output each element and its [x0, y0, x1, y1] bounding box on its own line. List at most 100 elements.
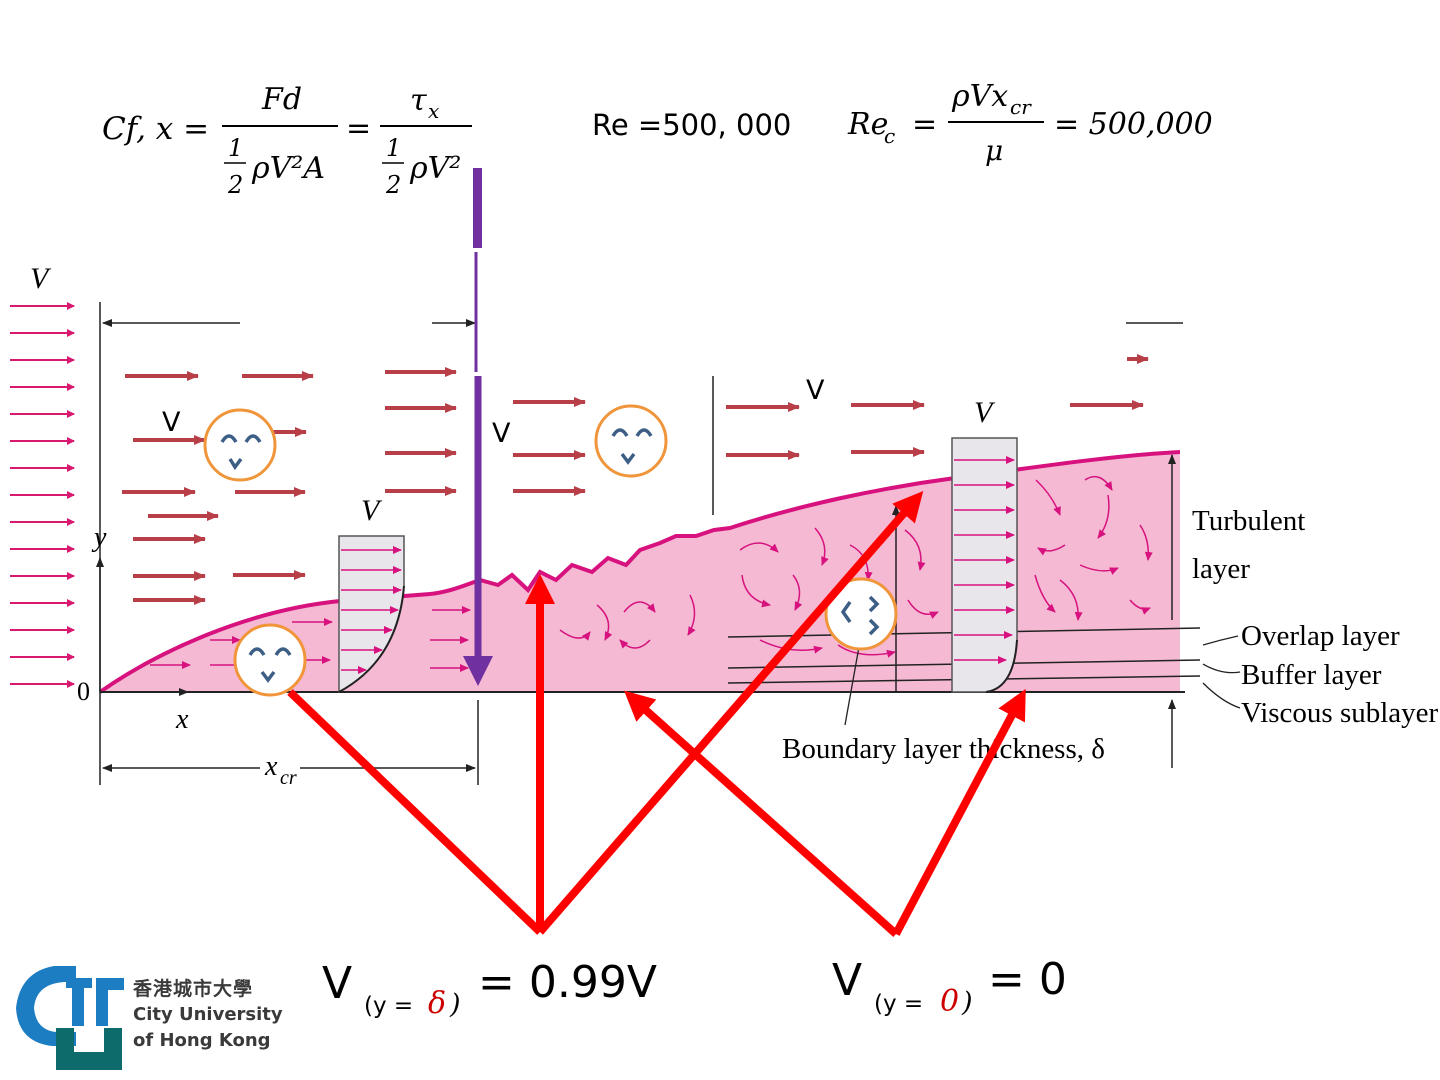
eddy-arrow — [904, 529, 926, 571]
eddy-arrow — [1139, 524, 1153, 561]
rec-numerator: ρVx — [951, 79, 1008, 114]
laminar-velocity-profile: V — [338, 494, 405, 694]
buffer-leader — [1202, 663, 1241, 674]
logo-english-line-2: of Hong Kong — [133, 1030, 271, 1051]
face-eye — [840, 600, 852, 624]
face-ring — [594, 404, 668, 478]
eddy-arrow — [741, 574, 771, 608]
cf-numerator-2: τ — [410, 83, 427, 118]
cf-numerator-2-sub: x — [428, 99, 439, 123]
wall-condition-text: V (y = 0 ) = 0 — [832, 954, 1067, 1019]
smiley-face-laminar-top — [203, 408, 277, 482]
eddy-arrow — [1129, 599, 1151, 615]
face-mouth — [868, 618, 880, 636]
laminar-profile-curve — [338, 585, 405, 693]
turbulent-eddies — [559, 475, 1153, 658]
freestream-flow-arrows — [122, 354, 1149, 605]
rec-lhs: Re — [847, 107, 888, 142]
logo-r-shape — [96, 978, 124, 1026]
logo-t-shape — [66, 978, 92, 1026]
laminar-profile-v-label: V — [361, 494, 383, 527]
region-v-label: V — [492, 418, 511, 449]
origin-label: 0 — [77, 677, 90, 706]
logo-chinese-name: 香港城市大學 — [133, 978, 254, 1000]
region-v-label: V — [806, 375, 825, 406]
face-eye — [635, 428, 653, 437]
wall-value: = 0 — [988, 954, 1067, 1005]
eddy-arrow — [559, 629, 591, 641]
turbulent-layer-label-2: layer — [1192, 553, 1250, 585]
x-axis-label: x — [175, 704, 189, 735]
freestream-v-label: V — [30, 262, 52, 295]
overlap-leader — [1202, 635, 1239, 646]
face-eye — [274, 647, 292, 656]
cityu-logo-mark — [16, 966, 124, 1070]
bl-thickness-label: Boundary layer thickness, δ — [782, 733, 1105, 765]
face-mouth — [228, 457, 243, 471]
critical-reynolds-equation: Re c = ρVx cr μ = 500,000 — [847, 79, 1213, 167]
university-logo: 香港城市大學 City University of Hong Kong — [16, 966, 286, 1072]
buffer-layer-label: Buffer layer — [1241, 659, 1382, 691]
eddy-arrow — [1084, 475, 1113, 491]
face-eye — [611, 428, 629, 437]
turbulent-layer-label-1: Turbulent — [1192, 505, 1305, 537]
viscous-leader — [1202, 682, 1241, 709]
face-eye — [248, 647, 266, 656]
rec-value: = 500,000 — [1054, 107, 1213, 142]
callout-arrow-to-turbulent-edge — [536, 490, 924, 935]
face-ring — [233, 623, 307, 697]
cf-denominator-1: ρV²A — [251, 151, 325, 186]
wall-v: V — [832, 955, 862, 1006]
edge-close: ) — [449, 989, 461, 1020]
eddy-arrow — [687, 594, 696, 636]
callout-arrows — [287, 490, 1026, 937]
skin-friction-equation: Cf, x = Fd 1 2 ρV²A = τ x 1 2 ρV² — [102, 82, 472, 199]
logo-u-shape — [56, 1028, 122, 1070]
face-mouth — [620, 452, 636, 465]
rec-equals: = — [912, 107, 937, 142]
face-eye — [868, 595, 880, 613]
transition-marker — [463, 168, 493, 686]
callout-arrow-to-wall-right — [892, 688, 1026, 936]
eddy-arrow — [1097, 494, 1110, 539]
eddy-arrow — [814, 527, 829, 566]
eddy-arrow — [623, 601, 656, 613]
logo-c-shape — [16, 966, 76, 1046]
reynolds-number-text: Re =500, 000 — [592, 108, 791, 142]
smiley-face-turbulent-top — [594, 404, 668, 478]
face-mouth — [260, 670, 276, 683]
callout-arrow-to-wall-left — [624, 690, 899, 937]
dizzy-face-turbulent — [824, 577, 898, 651]
eddy-arrow — [1079, 564, 1119, 575]
eddy-arrow — [596, 604, 613, 641]
turbulent-profile-box — [951, 437, 1018, 693]
eddy-arrow — [907, 599, 939, 619]
wall-cond: (y = — [874, 991, 923, 1017]
inlet-arrows — [10, 302, 75, 688]
eddy-arrow — [1059, 579, 1083, 621]
overlap-layer-label: Overlap layer — [1241, 620, 1400, 652]
wall-close: ) — [961, 987, 973, 1018]
face-eye — [244, 434, 262, 443]
rec-denominator: μ — [985, 134, 1003, 167]
edge-cond: (y = — [364, 993, 413, 1019]
cf-numerator-1: Fd — [261, 82, 302, 117]
cf-denominator-2: ρV² — [409, 151, 461, 186]
edge-value: = 0.99V — [478, 957, 657, 1008]
eddy-arrow — [792, 574, 803, 611]
turbulent-profile-curve — [985, 639, 1018, 693]
turbulent-velocity-profile: V — [951, 396, 1018, 693]
xcr-label: x — [264, 751, 278, 782]
logo-text: 香港城市大學 City University of Hong Kong — [133, 976, 283, 1054]
eddy-arrow — [837, 644, 896, 658]
face-ring — [203, 408, 277, 482]
eddy-arrow — [739, 542, 779, 553]
viscous-sublayer-label: Viscous sublayer — [1241, 697, 1439, 729]
wall-symbol: 0 — [940, 984, 959, 1019]
eddy-arrow — [619, 639, 651, 649]
rec-numerator-sub: cr — [1010, 95, 1032, 119]
logo-english-line-1: City University — [133, 1004, 283, 1025]
turbulent-profile-v-label: V — [974, 396, 996, 429]
